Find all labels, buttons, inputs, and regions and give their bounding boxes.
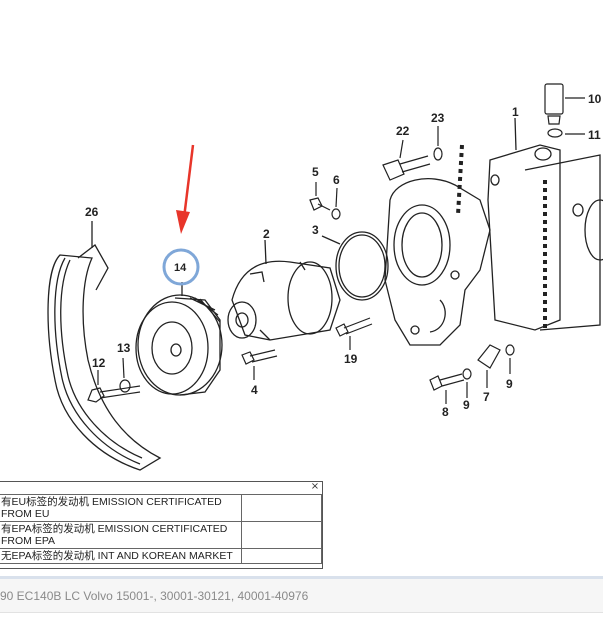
part-14-highlight-circle: [162, 248, 200, 286]
pump-housing[interactable]: [384, 178, 491, 346]
washer-9a[interactable]: [462, 368, 472, 398]
callout-19[interactable]: 19: [344, 352, 358, 366]
note-value: [241, 494, 322, 522]
water-pump-2[interactable]: [227, 239, 341, 341]
o-ring-23[interactable]: [433, 126, 443, 161]
table-row: 有EU标签的发动机 EMISSION CERTIFICATED FROM EU: [0, 494, 322, 522]
callout-22[interactable]: 22: [396, 124, 410, 138]
gasket: [456, 144, 547, 330]
table-row: 无EPA标签的发动机 INT AND KOREAN MARKET: [0, 548, 322, 564]
thermostat-housing-1[interactable]: [487, 117, 603, 331]
callout-23[interactable]: 23: [431, 111, 445, 125]
pulley-14[interactable]: [135, 282, 223, 396]
callout-7[interactable]: 7: [483, 390, 490, 404]
washer-13[interactable]: [119, 357, 131, 393]
callout-9b[interactable]: 9: [506, 377, 513, 391]
callout-1[interactable]: 1: [512, 105, 519, 119]
fitting-22[interactable]: [382, 139, 431, 181]
callout-14[interactable]: 14: [174, 262, 187, 274]
note-value: [241, 548, 322, 564]
bottom-panel: [0, 612, 603, 636]
callout-8[interactable]: 8: [442, 405, 449, 419]
callout-3[interactable]: 3: [312, 223, 319, 237]
washer-9b[interactable]: [505, 344, 515, 374]
bolt-4[interactable]: [241, 349, 278, 380]
table-row: 有EPA标签的发动机 EMISSION CERTIFICATED FROM EP…: [0, 521, 322, 549]
note-description: 有EU标签的发动机 EMISSION CERTIFICATED FROM EU: [0, 494, 243, 522]
washer-11[interactable]: [547, 128, 585, 138]
callout-4[interactable]: 4: [251, 383, 258, 397]
washer-6[interactable]: [331, 187, 341, 220]
callout-5[interactable]: 5: [312, 165, 319, 179]
o-ring-3[interactable]: [321, 231, 389, 301]
callout-13[interactable]: 13: [117, 341, 131, 355]
callout-10[interactable]: 10: [588, 92, 602, 106]
model-info-bar: 90 EC140B LC Volvo 15001-, 30001-30121, …: [0, 576, 603, 612]
callout-9a[interactable]: 9: [463, 398, 470, 412]
callout-11[interactable]: 11: [588, 128, 601, 142]
notes-popup: × 有EU标签的发动机 EMISSION CERTIFICATED FROM E…: [0, 481, 323, 569]
note-description: 无EPA标签的发动机 INT AND KOREAN MARKET: [0, 548, 243, 564]
red-arrow-icon: [176, 144, 195, 234]
callout-2[interactable]: 2: [263, 227, 270, 241]
callout-12[interactable]: 12: [92, 356, 106, 370]
callout-26[interactable]: 26: [85, 205, 99, 219]
note-value: [241, 521, 322, 549]
parts-diagram: 1 2 3 4 5 6 7 8 9 9 10 11 12 13 14 19 22…: [47, 83, 603, 471]
sensor-10[interactable]: [544, 83, 585, 125]
model-text: 90 EC140B LC Volvo 15001-, 30001-30121, …: [0, 589, 309, 603]
notes-table: 有EU标签的发动机 EMISSION CERTIFICATED FROM EU …: [0, 494, 322, 564]
belt-26[interactable]: [47, 221, 162, 471]
fitting-7[interactable]: [477, 344, 501, 388]
callout-6[interactable]: 6: [333, 173, 340, 187]
bolt-8[interactable]: [429, 373, 465, 404]
bolt-19[interactable]: [335, 317, 373, 350]
close-icon[interactable]: ×: [310, 481, 320, 492]
bolt-5[interactable]: [309, 182, 331, 211]
note-description: 有EPA标签的发动机 EMISSION CERTIFICATED FROM EP…: [0, 521, 243, 549]
